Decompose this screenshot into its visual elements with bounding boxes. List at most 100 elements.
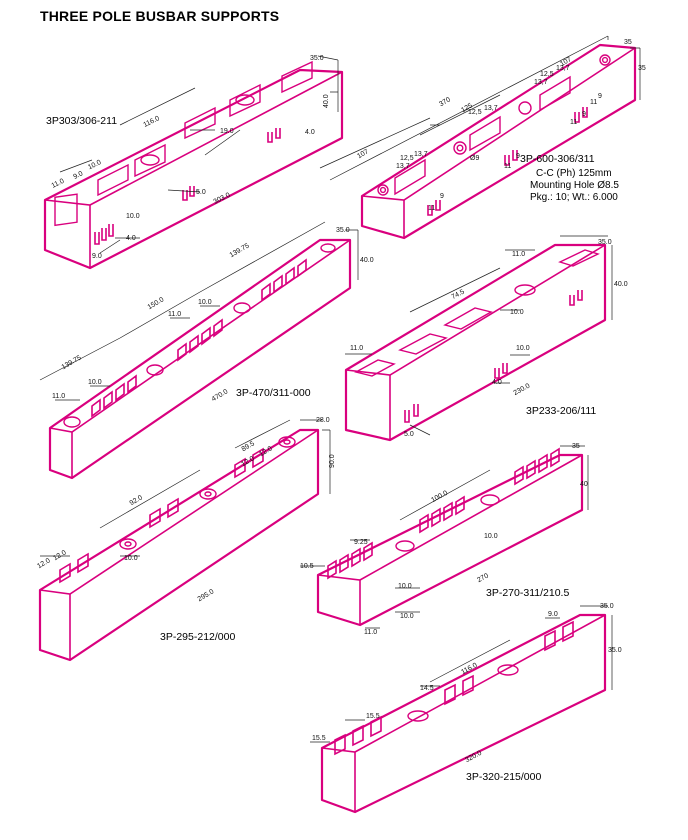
part3-dim-7: 10.0 bbox=[88, 379, 102, 386]
part6-dim-3: 9.25 bbox=[354, 539, 368, 546]
part2-dim-20: 9 bbox=[582, 111, 586, 118]
part1-dim-6: 9.0 bbox=[72, 170, 84, 181]
part4-dim-6: 10.0 bbox=[516, 345, 530, 352]
part3-code: 3P-470/311-000 bbox=[236, 387, 311, 399]
part2-dim-16: 9 bbox=[440, 193, 444, 200]
part7-dim-1: 9.0 bbox=[548, 611, 558, 618]
part2-dim-11: 12,5 bbox=[400, 155, 414, 162]
part1-window bbox=[54, 193, 78, 227]
part5-dim-5: 92.0 bbox=[129, 494, 144, 507]
part1-code: 3P303/306-211 bbox=[46, 115, 117, 127]
part2-dim-6: 12,5 bbox=[540, 71, 554, 78]
part1-dim-11: 4.0 bbox=[126, 235, 136, 242]
part4-dim-0: 35.0 bbox=[598, 239, 612, 246]
part7-dim-4: 14.5 bbox=[420, 685, 434, 692]
part-3p270: 35 40 100.0 9.25 10.5 10.0 270 10.0 10.0… bbox=[300, 443, 589, 636]
part2-dim-7: 13,7 bbox=[556, 65, 570, 72]
part6-dim-6: 270 bbox=[476, 572, 490, 584]
part7-dim-0: 35.0 bbox=[600, 603, 614, 610]
part5-dim-7: 12.0 bbox=[52, 549, 67, 562]
part2-dim-17: 11 bbox=[504, 163, 511, 170]
part6-code: 3P-270-311/210.5 bbox=[486, 587, 569, 599]
part4-dim-9: 5.0 bbox=[404, 431, 414, 438]
part6-dim-8: 10.0 bbox=[400, 613, 414, 620]
part6-dim-2: 100.0 bbox=[430, 490, 449, 504]
part2-info-hole: Mounting Hole Ø8.5 bbox=[530, 180, 619, 191]
part6-body bbox=[316, 453, 584, 627]
part3-dim-8: 11.0 bbox=[52, 393, 65, 400]
part7-dim-6: 15.5 bbox=[312, 735, 326, 742]
part2-dim-22: 9 bbox=[598, 93, 602, 100]
part1-dim-8: 5.0 bbox=[196, 189, 206, 196]
part4-body bbox=[344, 243, 607, 442]
part3-dim-4: 139.75 bbox=[61, 354, 83, 371]
part1-dim-0: 35.0 bbox=[310, 55, 324, 62]
part-3p600: 107 370 125 107 35 35 12,5 13,7 13,7 12,… bbox=[319, 35, 646, 240]
part6-dim-7: 10.0 bbox=[398, 583, 412, 590]
part1-dim-12: 9.0 bbox=[92, 253, 102, 260]
part5-dim-1: 89.5 bbox=[241, 440, 256, 453]
part6-dim-1: 40 bbox=[580, 481, 588, 488]
part2-dim-19: 11 bbox=[570, 119, 577, 126]
part1-dim-5: 11.0 bbox=[51, 178, 66, 190]
part6-dim-5: 10.0 bbox=[484, 533, 498, 540]
part1-dim-2: 116.0 bbox=[142, 115, 160, 129]
part2-dim-18: 9 bbox=[516, 153, 520, 160]
part1-dim-3: 19.0 bbox=[220, 128, 234, 135]
part-3p303: 35.0 40.0 116.0 19.0 4.0 11.0 9.0 10.0 5… bbox=[43, 55, 344, 270]
part5-dim-9: 295.0 bbox=[197, 588, 216, 603]
part2-dim-2: 125 bbox=[460, 102, 474, 114]
part4-dim-5: 11.0 bbox=[350, 345, 363, 352]
part1-dim-1: 40.0 bbox=[323, 94, 330, 108]
part7-dim-5: 15.5 bbox=[366, 713, 380, 720]
part3-dim-6: 11.0 bbox=[168, 311, 181, 318]
page-title: THREE POLE BUSBAR SUPPORTS bbox=[40, 8, 280, 24]
part3-body bbox=[48, 238, 352, 480]
part3-dim-9: 470.0 bbox=[211, 388, 230, 403]
part6-dim-4: 10.5 bbox=[300, 563, 314, 570]
part3-dim-3: 150.0 bbox=[147, 296, 166, 311]
part2-dim-8: 13,7 bbox=[534, 79, 548, 86]
part4-dim-7: 4.0 bbox=[492, 379, 502, 386]
part5-dim-0: 28.0 bbox=[316, 417, 330, 424]
part2-code: 3P-600-306/311 bbox=[520, 153, 595, 165]
part2-body bbox=[360, 43, 637, 240]
part3-dim-5: 10.0 bbox=[198, 299, 212, 306]
part6-dim-0: 35 bbox=[572, 443, 580, 450]
part-3p320: 35.0 9.0 116.0 35.0 14.5 15.5 15.5 320.0… bbox=[310, 603, 622, 814]
part2-dim-15: 11 bbox=[428, 205, 435, 212]
part2-dim-4: 35 bbox=[624, 39, 632, 46]
part1-dim-10: 10.0 bbox=[126, 213, 140, 220]
part2-info-cc: C-C (Ph) 125mm bbox=[536, 168, 612, 179]
part2-dim-5: 35 bbox=[638, 65, 646, 72]
part2-dim-14: Ø9 bbox=[470, 155, 479, 162]
part7-body bbox=[320, 613, 607, 814]
part2-dim-0: 107 bbox=[559, 56, 573, 68]
part7-dim-3: 35.0 bbox=[608, 647, 622, 654]
part4-code: 3P233-206/111 bbox=[526, 405, 596, 417]
part2-dim-1: 370 bbox=[438, 96, 452, 108]
part4-dim-4: 10.0 bbox=[510, 309, 524, 316]
part2-dim-10: 13,7 bbox=[484, 105, 498, 112]
part5-body bbox=[38, 428, 320, 662]
part1-body bbox=[43, 68, 344, 270]
part2-dim-12: 13,7 bbox=[414, 151, 428, 158]
part5-dim-8: 10.0 bbox=[124, 555, 138, 562]
part3-dim-2: 139.75 bbox=[229, 242, 251, 259]
part3-dim-1: 40.0 bbox=[360, 257, 374, 264]
part3-dim-0: 35.0 bbox=[336, 227, 350, 234]
part7-code: 3P-320-215/000 bbox=[466, 771, 541, 783]
part2-dim-9: 12,5 bbox=[468, 109, 482, 116]
part4-dim-2: 40.0 bbox=[614, 281, 628, 288]
part2-info-pkg: Pkg.: 10; Wt.: 6.000 bbox=[530, 192, 618, 203]
part4-dim-1: 11.0 bbox=[512, 251, 525, 258]
part5-dim-6: 12.0 bbox=[36, 557, 51, 570]
part-3p233: 35.0 11.0 40.0 74.5 10.0 11.0 10.0 4.0 2… bbox=[344, 235, 628, 442]
part6-dim-9: 11.0 bbox=[364, 629, 377, 636]
part1-dim-4: 4.0 bbox=[305, 129, 315, 136]
part2-dim-3: 107 bbox=[356, 148, 370, 160]
part2-dim-13: 13,7 bbox=[396, 163, 410, 170]
part2-dim-21: 11 bbox=[590, 99, 597, 106]
